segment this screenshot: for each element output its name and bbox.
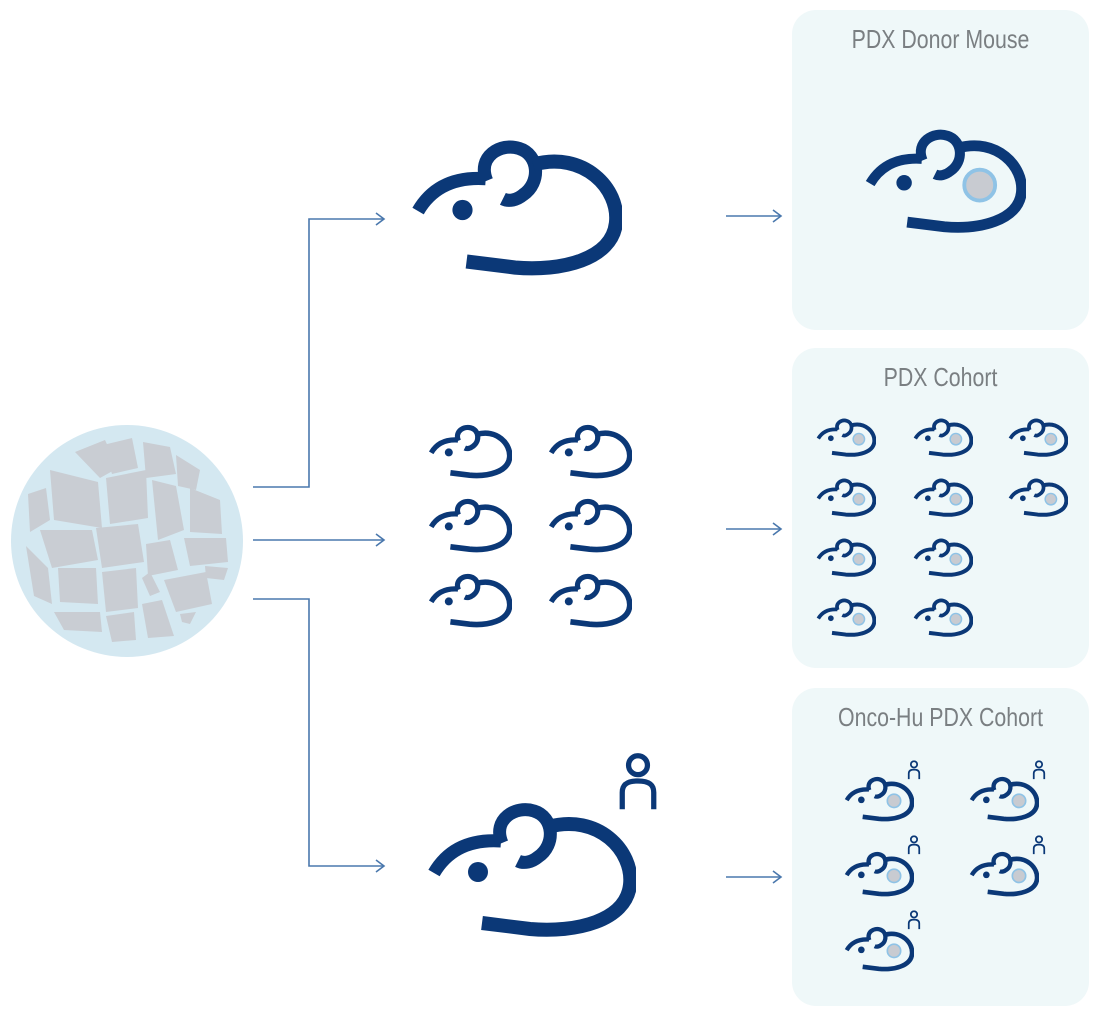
mouse-icon: [548, 498, 632, 554]
cohort-mouse-icon: [816, 598, 876, 638]
tumor-marker: [886, 943, 902, 959]
arrow-head-middle: [375, 533, 386, 547]
cohort-mouse-icon: [913, 538, 973, 578]
tumor-marker: [962, 167, 998, 203]
tumor-marker: [852, 432, 866, 446]
cohort-mouse-icon: [816, 538, 876, 578]
mouse-icon: [548, 573, 632, 629]
panel-title: PDX Donor Mouse: [851, 24, 1030, 54]
tumor-marker: [949, 612, 963, 626]
humanized-mouse-icon: [844, 926, 914, 973]
person-icon: [907, 835, 921, 855]
tumor-marker: [949, 552, 963, 566]
cohort-mouse-icon: [1008, 478, 1068, 518]
humanized-mouse-icon: [969, 851, 1039, 898]
tumor-marker: [886, 868, 902, 884]
mouse-icon: [548, 424, 632, 480]
arrow-head-cohort: [772, 522, 783, 536]
tumor-marker: [1011, 793, 1027, 809]
person-icon: [617, 752, 659, 812]
arrow-to-single-mouse: [253, 218, 383, 488]
arrow-head-donor: [772, 209, 783, 223]
person-icon: [907, 760, 921, 780]
mouse-icon: [428, 424, 512, 480]
arrow-head-bottom: [375, 859, 386, 873]
arrow-to-humanized-mouse: [253, 598, 383, 867]
tumor-marker: [852, 552, 866, 566]
tumor-marker: [1044, 492, 1058, 506]
cohort-mouse-icon: [913, 598, 973, 638]
person-icon: [907, 910, 921, 930]
panel-pdx-donor-mouse: PDX Donor Mouse: [792, 10, 1089, 330]
humanized-mouse-icon: [844, 776, 914, 823]
cohort-mouse-icon: [816, 418, 876, 458]
panel-title: PDX Cohort: [883, 362, 998, 392]
panel-title: Onco-Hu PDX Cohort: [838, 702, 1043, 732]
person-icon: [1032, 835, 1046, 855]
tumor-marker: [1044, 432, 1058, 446]
arrow-head-top: [375, 212, 386, 226]
donor-mouse-icon: [864, 128, 1026, 236]
person-icon: [1032, 760, 1046, 780]
tumor-marker: [852, 612, 866, 626]
tumor-marker: [852, 492, 866, 506]
cohort-mouse-icon: [1008, 418, 1068, 458]
cohort-mouse-icon: [816, 478, 876, 518]
mouse-icon: [410, 138, 622, 280]
panel-onco-hu-pdx-cohort: Onco-Hu PDX Cohort: [792, 688, 1089, 1006]
humanized-mouse-icon: [844, 851, 914, 898]
mouse-icon: [426, 800, 636, 942]
tumor-marker: [1011, 868, 1027, 884]
tumor-tissue-graphic: [11, 425, 243, 657]
tumor-marker: [949, 432, 963, 446]
arrow-head-onco: [772, 870, 783, 884]
cohort-mouse-icon: [913, 478, 973, 518]
tumor-marker: [886, 793, 902, 809]
mouse-icon: [428, 498, 512, 554]
cohort-mouse-icon: [913, 418, 973, 458]
tumor-marker: [949, 492, 963, 506]
humanized-mouse-icon: [969, 776, 1039, 823]
mouse-icon: [428, 573, 512, 629]
